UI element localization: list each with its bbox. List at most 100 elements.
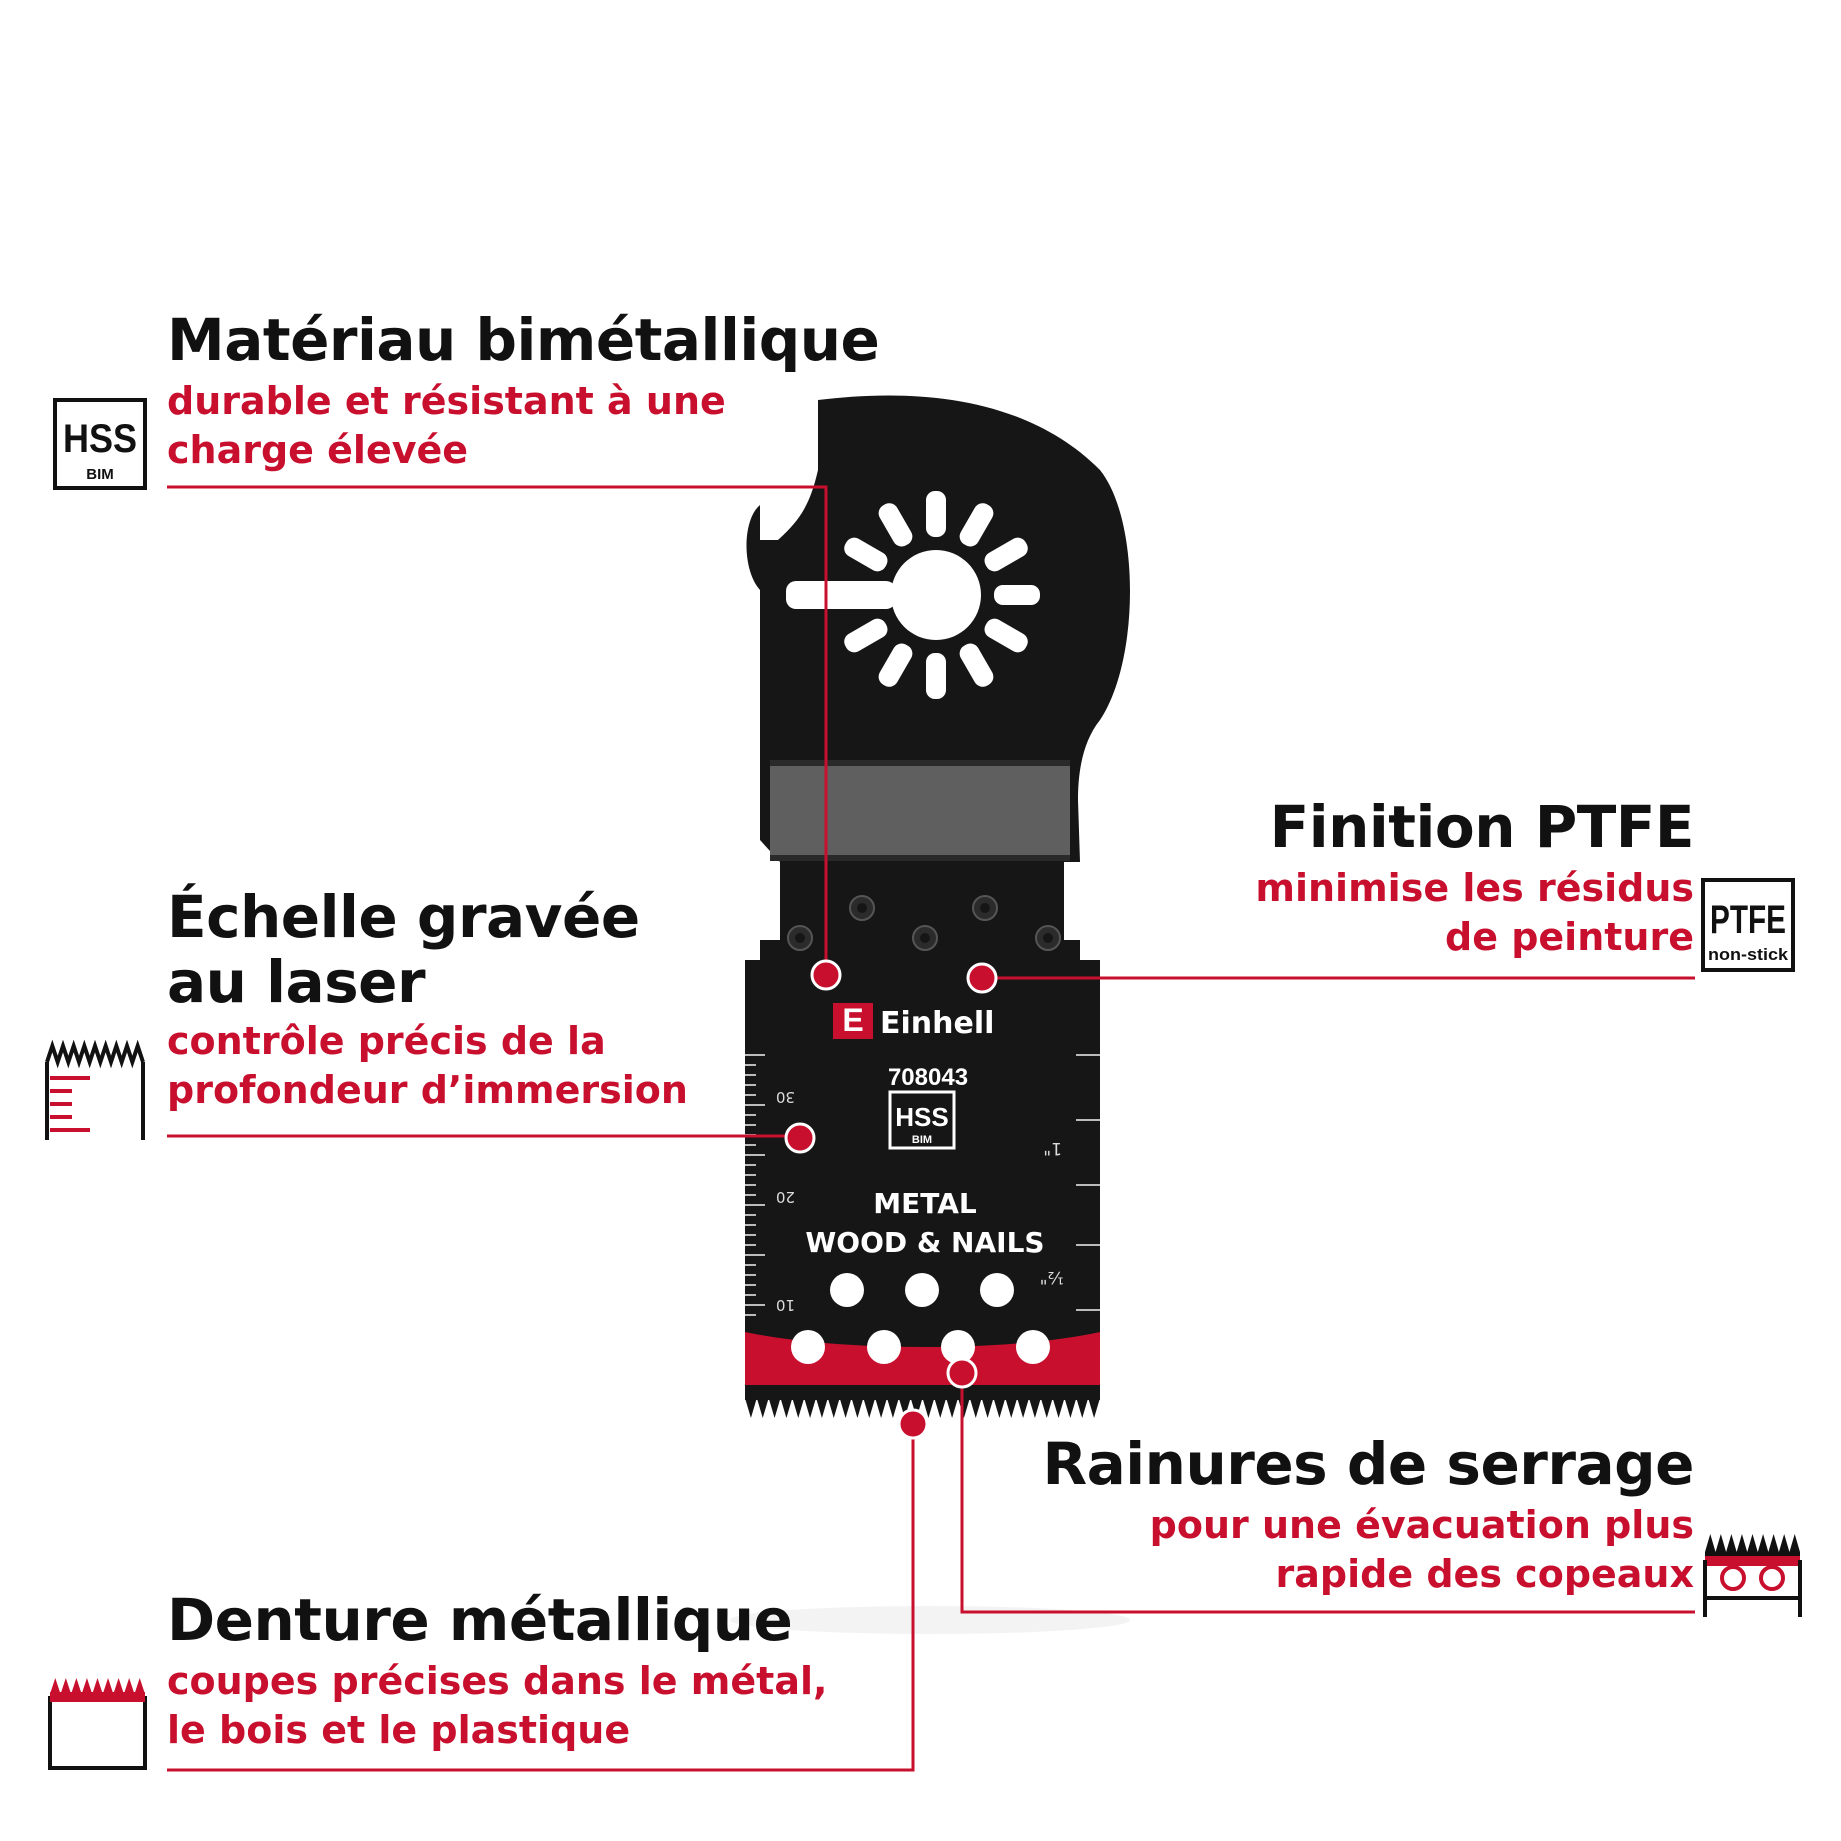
badge-top: HSS xyxy=(895,1102,948,1132)
grooves-icon-hole-1 xyxy=(1720,1565,1746,1591)
metal-icon-band xyxy=(50,1692,145,1702)
grooves-icon-teeth xyxy=(1705,1534,1800,1558)
mount-slot-6 xyxy=(844,618,888,653)
hss-bim-icon: HSS BIM xyxy=(53,398,147,490)
mount-slot-3 xyxy=(959,643,994,687)
scale-number-20: 20 xyxy=(776,1188,795,1206)
feature-ptfe-title: Finition PTFE xyxy=(1269,793,1695,861)
callout-line-grooves xyxy=(960,1373,1695,1614)
feature-grooves: Rainures de serrage pour une évacuation … xyxy=(1042,1432,1694,1598)
mount-slot-11 xyxy=(959,503,994,547)
blade-hole-6 xyxy=(941,1330,975,1364)
mount-slot-5 xyxy=(878,643,913,687)
mount-slot-12 xyxy=(984,537,1028,572)
article-number: 708043 xyxy=(888,1064,968,1091)
mount-slots xyxy=(786,491,1040,699)
feature-ptfe-line1: minimise les résidus xyxy=(1255,865,1694,910)
feature-scale-title-2: au laser xyxy=(167,947,426,1016)
rivet-core-1 xyxy=(795,933,805,943)
blade-teeth xyxy=(745,1390,1100,1418)
ptfe-icon-bottom-text: non-stick xyxy=(1708,945,1789,964)
callout-dot-grooves xyxy=(946,1357,978,1389)
rivet-core-3 xyxy=(920,933,930,943)
badge-frame xyxy=(888,1090,956,1150)
inch-mark-half: ½" xyxy=(1040,1267,1064,1287)
depth-scale-icon xyxy=(45,1039,145,1140)
blade-hole-1 xyxy=(830,1273,864,1307)
ptfe-nonstick-icon: PTFE non-stick xyxy=(1701,878,1795,972)
callout-line-bimetal xyxy=(167,485,828,975)
mount-slot-4 xyxy=(926,653,946,699)
feature-bimetal-line1: durable et résistant à une xyxy=(167,378,726,423)
feature-grooves-line1: pour une évacuation plus xyxy=(1149,1502,1694,1547)
callout-lines xyxy=(167,485,1695,1772)
hss-icon-top-text: HSS xyxy=(63,417,137,461)
mount-slot-1 xyxy=(994,585,1040,605)
callout-dots xyxy=(784,959,998,1440)
callout-dot-scale xyxy=(784,1122,816,1154)
blade-hole-7 xyxy=(1016,1330,1050,1364)
clamping-grooves-icon xyxy=(1703,1534,1802,1617)
rivets xyxy=(787,895,1061,951)
laser-scale-ticks xyxy=(745,1054,1100,1316)
mount-slot-2 xyxy=(984,618,1028,653)
depth-icon-teeth xyxy=(45,1039,145,1069)
callout-dot-bimetal xyxy=(810,959,842,991)
rivet-core-2 xyxy=(857,903,867,913)
badge-bottom: BIM xyxy=(912,1134,932,1146)
blade-hole-3 xyxy=(980,1273,1014,1307)
mount-slot-8 xyxy=(844,537,888,572)
depth-icon-marks xyxy=(50,1076,90,1132)
hss-icon-frame xyxy=(53,398,147,490)
feature-teeth: Denture métallique coupes précises dans … xyxy=(167,1588,827,1754)
mount-center-hole xyxy=(891,550,981,640)
feature-teeth-line2: le bois et le plastique xyxy=(167,1707,631,1752)
scale-number-30: 30 xyxy=(776,1088,795,1106)
ptfe-icon-top-text: PTFE xyxy=(1710,898,1786,942)
blade-label-metal: METAL xyxy=(873,1187,977,1220)
logo-red-square xyxy=(833,1003,873,1039)
red-cutting-band xyxy=(745,1332,1100,1390)
blade-hole-5 xyxy=(867,1330,901,1364)
hss-icon-bottom-text: BIM xyxy=(86,466,114,483)
blade-hole-2 xyxy=(905,1273,939,1307)
feature-ptfe: Finition PTFE minimise les résidus de pe… xyxy=(1255,795,1694,961)
feature-scale-line2: profondeur d’immersion xyxy=(167,1067,688,1112)
feature-bimetal-line2: charge élevée xyxy=(167,427,469,472)
feature-teeth-title: Denture métallique xyxy=(167,1586,793,1654)
metal-teeth-icon xyxy=(48,1678,147,1770)
callout-dot-ptfe xyxy=(966,962,998,994)
clamping-holes xyxy=(791,1273,1050,1364)
einhell-logo: E Einhell xyxy=(833,1002,994,1041)
mount-slot-9 xyxy=(878,503,913,547)
blade-neck-band xyxy=(770,760,1070,860)
feature-grooves-line2: rapide des copeaux xyxy=(1275,1551,1694,1596)
blade-hole-4 xyxy=(791,1330,825,1364)
blade-hss-badge: HSS BIM xyxy=(888,1090,956,1150)
feature-teeth-line1: coupes précises dans le métal, xyxy=(167,1658,828,1703)
mount-star-cutout xyxy=(786,491,1040,699)
feature-bimetal-title: Matériau bimétallique xyxy=(167,306,880,374)
callout-dot-teeth xyxy=(897,1408,929,1440)
grooves-icon-band xyxy=(1705,1556,1800,1566)
logo-brand-text: Einhell xyxy=(880,1006,994,1041)
feature-bimetal: Matériau bimétallique durable et résista… xyxy=(167,306,880,474)
metal-icon-body xyxy=(48,1696,147,1770)
feature-grooves-title: Rainures de serrage xyxy=(1042,1430,1694,1498)
mount-slot-10 xyxy=(926,491,946,537)
callout-line-teeth xyxy=(167,1420,915,1772)
mount-open-slot xyxy=(786,581,896,609)
blade-plate xyxy=(745,960,1100,1400)
rivet-core-5 xyxy=(1043,933,1053,943)
band-edge-bottom xyxy=(770,855,1070,861)
inch-mark-1: 1" xyxy=(1043,1138,1062,1158)
rivet-core-4 xyxy=(980,903,990,913)
feature-scale-title-1: Échelle gravée xyxy=(167,883,640,951)
blade-label-wood-nails: WOOD & NAILS xyxy=(805,1226,1044,1259)
scale-number-10: 10 xyxy=(776,1296,795,1314)
feature-scale-line1: contrôle précis de la xyxy=(167,1018,606,1063)
logo-mark: E xyxy=(842,1002,863,1038)
feature-ptfe-line2: de peinture xyxy=(1445,914,1694,959)
